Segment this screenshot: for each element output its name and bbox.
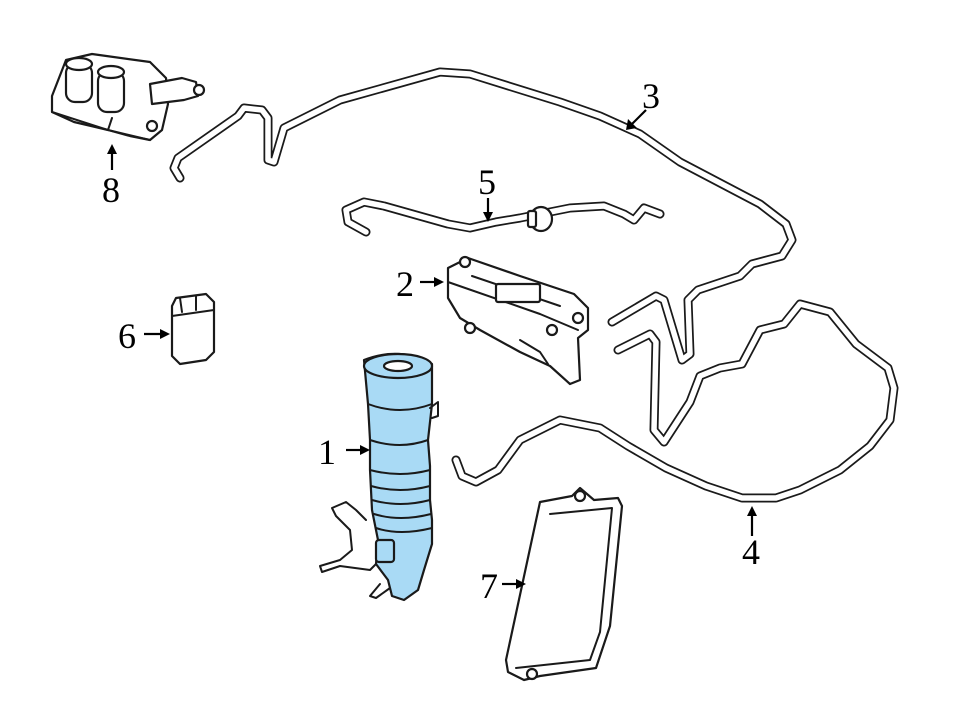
callout-3: 3 (642, 76, 660, 116)
callout-8: 8 (102, 170, 120, 210)
air-line-3 (169, 67, 797, 365)
callout-arrows (107, 109, 757, 589)
compressor-bracket-2 (446, 255, 590, 386)
cover-panel-7 (504, 486, 624, 682)
callout-7: 7 (480, 566, 498, 606)
callout-6: 6 (118, 316, 136, 356)
callout-1: 1 (318, 432, 336, 472)
valve-block-8 (50, 52, 206, 142)
callout-5: 5 (478, 162, 496, 202)
callout-4: 4 (742, 532, 760, 572)
control-module-6 (170, 292, 216, 366)
air-line-4 (451, 299, 899, 503)
air-line-5 (341, 197, 665, 237)
callout-2: 2 (396, 264, 414, 304)
air-strut-1 (319, 352, 439, 602)
